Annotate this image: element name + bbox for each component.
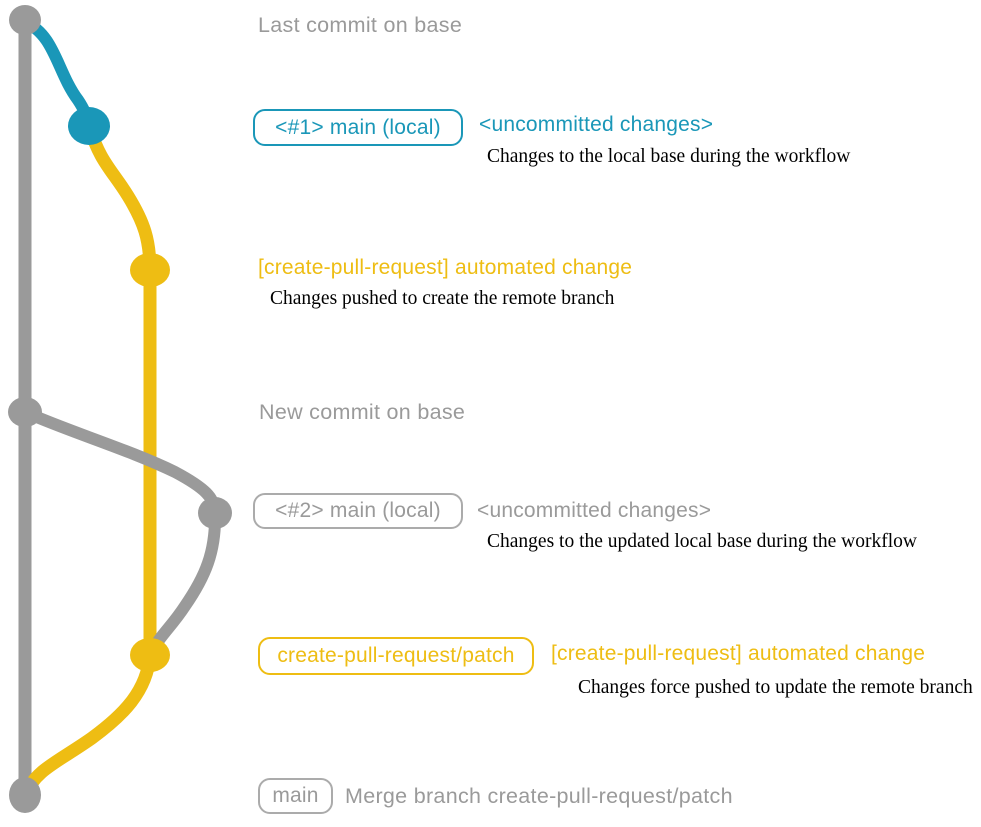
force-push-branch-line <box>145 507 222 661</box>
patch-branch-upper-line <box>82 119 157 277</box>
label-merge-branch: Merge branch create-pull-request/patch <box>345 784 733 808</box>
commit-dot-local-main-1 <box>68 107 110 145</box>
commit-dot-new-base <box>8 397 42 427</box>
desc-automated-change-1: Changes pushed to create the remote bran… <box>270 288 615 309</box>
merge-branch-line <box>19 648 157 801</box>
commit-dot-automated-change-1 <box>130 253 170 287</box>
commit-dot-local-main-2 <box>198 497 232 529</box>
label-uncommitted-changes-1: <uncommitted changes> <box>479 113 714 136</box>
git-graph <box>8 5 232 813</box>
desc-automated-change-2: Changes force pushed to update the remot… <box>578 677 973 698</box>
label-automated-change-1: [create-pull-request] automated change <box>258 256 633 279</box>
desc-uncommitted-changes-2: Changes to the updated local base during… <box>487 531 917 552</box>
rebase-branch-line <box>19 406 221 519</box>
commit-dot-automated-change-2 <box>130 638 170 672</box>
label-automated-change-2: [create-pull-request] automated change <box>551 642 926 665</box>
badge-main: main <box>258 778 333 814</box>
badge-main-local-2: <#2> main (local) <box>253 493 463 529</box>
desc-uncommitted-changes-1: Changes to the local base during the wor… <box>487 146 851 167</box>
label-uncommitted-changes-2: <uncommitted changes> <box>477 499 712 522</box>
label-new-commit-on-base: New commit on base <box>259 400 466 424</box>
label-last-commit-on-base: Last commit on base <box>258 13 463 37</box>
badge-main-local-1: <#1> main (local) <box>253 109 463 146</box>
commit-dot-last-base <box>9 5 41 35</box>
commit-dot-merge <box>9 777 41 813</box>
badge-create-pull-request-patch: create-pull-request/patch <box>258 637 534 675</box>
